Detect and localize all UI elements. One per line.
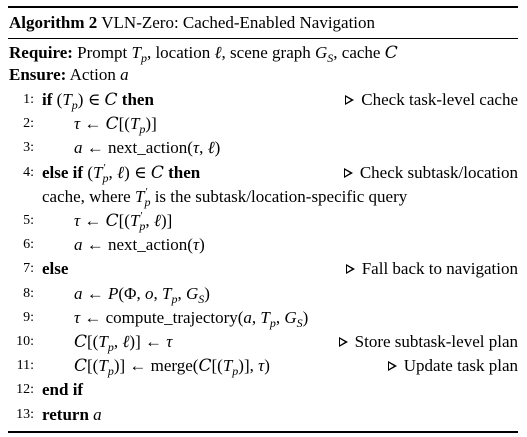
ensure-text: Action a [69,64,129,84]
line-comment: Fall back to navigation [345,259,518,279]
line-number: 13: [16,406,34,422]
line-number: 1: [23,91,34,107]
line-number: 12: [16,381,34,397]
comment-triangle-icon [345,94,355,105]
comment-triangle-icon [387,360,398,371]
require-keyword: Require: [9,42,73,62]
line-number: 2: [23,115,34,131]
comment-triangle-icon [343,167,354,178]
line-code: C[(Tp)] ← merge(C[(Tp)], τ) [74,355,270,378]
line-comment: Check subtask/location [343,163,518,183]
line-number: 4: [23,164,34,180]
line-number: 5: [23,212,34,228]
line-code: a ← next_action(τ) [74,234,205,254]
line-code: a ← P(Φ, o, Tp, GS) [74,283,210,306]
comment-triangle-icon [338,336,349,347]
algorithm-label: Algorithm 2 [9,12,98,32]
line-code: else if (T′p, ℓ) ∈ C then [42,161,201,185]
line-code: a ← next_action(τ, ℓ) [74,137,221,157]
bottom-rule [8,431,518,433]
line-number: 6: [23,236,34,252]
line-number: 9: [23,309,34,325]
line-code: if (Tp) ∈ C then [42,89,154,112]
line-code: τ ← C[(T′p, ℓ)] [74,209,173,233]
line-code: τ ← C[(Tp)] [74,113,157,136]
top-rule [8,6,518,8]
require-text: Prompt Tp, location ℓ, scene graph GS, c… [77,42,398,65]
line-comment: Store subtask-level plan [338,332,518,352]
line-code: else [42,258,69,278]
line-code: cache, where T′p is the subtask/location… [42,185,408,209]
line-number: 10: [16,333,34,349]
line-number: 3: [23,139,34,155]
line-number: 8: [23,285,34,301]
line-number: 7: [23,260,34,276]
line-comment: Check task-level cache [345,90,518,110]
line-comment: Update task plan [387,356,518,376]
ensure-keyword: Ensure: [9,64,67,84]
header-rule [8,37,518,39]
line-code: τ ← compute_trajectory(a, Tp, GS) [74,307,309,330]
comment-triangle-icon [345,263,356,274]
algorithm-name: VLN-Zero: Cached-Enabled Navigation [101,12,376,32]
algorithm-title: Algorithm 2 VLN-Zero: Cached-Enabled Nav… [8,8,518,38]
line-code: return a [42,404,102,424]
line-code: C[(Tp, ℓ)] ← τ [74,331,173,354]
algorithm-box: Algorithm 2 VLN-Zero: Cached-Enabled Nav… [8,6,518,424]
line-code: end if [42,379,84,399]
line-number: 11: [16,357,34,373]
